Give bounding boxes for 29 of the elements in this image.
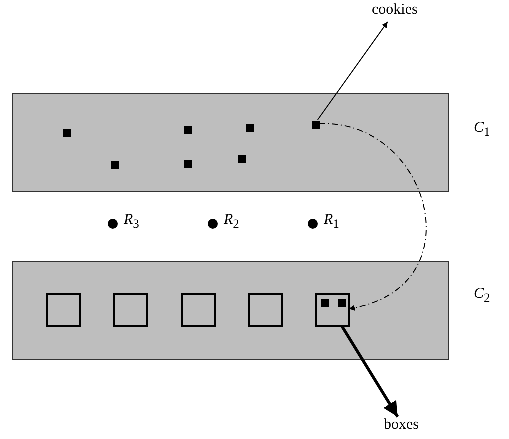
square-marker [246,124,254,132]
point-label: R$_{2}$ [224,212,240,232]
square-marker [63,129,71,137]
arrow [318,124,427,310]
square-box [181,293,216,327]
square-marker [184,160,192,168]
arrow [340,325,400,418]
callout-text: cookies [372,2,418,22]
callout-text: boxes [384,417,424,437]
point-dot [208,219,218,229]
square-marker [312,121,320,129]
square-marker [238,155,246,163]
arrow [317,22,388,120]
square-box [315,293,350,327]
square-box [113,293,148,327]
point-label: R$_{3}$ [124,212,140,232]
square-marker [111,161,119,169]
square-marker [321,299,329,307]
square-marker [184,126,192,134]
square-marker [338,299,346,307]
band [12,93,449,192]
group-label: C$_{2}$ [474,286,490,306]
square-box [46,293,81,327]
point-dot [108,219,118,229]
point-dot [308,219,318,229]
square-box [248,293,283,327]
point-label: R$_{1}$ [324,212,340,232]
group-label: C$_{1}$ [474,120,490,140]
band [12,261,449,360]
